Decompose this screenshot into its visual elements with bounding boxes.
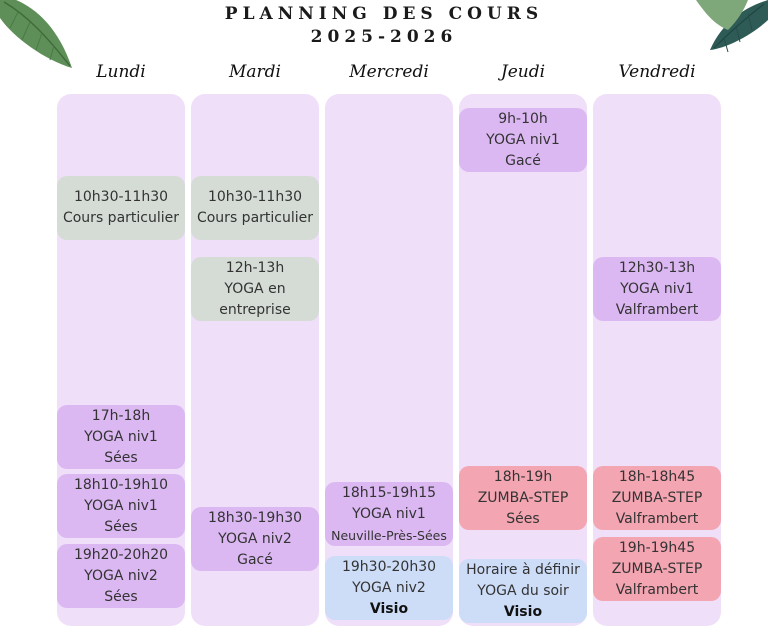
column-jeudi bbox=[459, 94, 587, 626]
event-card: Horaire à définir YOGA du soir Visio bbox=[459, 559, 587, 623]
event-card: 18h30-19h30 YOGA niv2 Gacé bbox=[191, 507, 319, 571]
event-time: 17h-18h bbox=[91, 407, 151, 424]
event-label: YOGA niv2 bbox=[84, 567, 158, 584]
event-label: YOGA niv1 bbox=[486, 131, 560, 148]
left-leaf-decoration bbox=[0, 0, 72, 68]
event-time: 9h-10h bbox=[498, 110, 548, 127]
event-place: Gacé bbox=[237, 551, 273, 568]
event-card: 19h-19h45 ZUMBA-STEP Valframbert bbox=[593, 537, 721, 601]
event-time: 19h30-20h30 bbox=[341, 558, 437, 575]
event-label: ZUMBA-STEP bbox=[477, 489, 569, 506]
event-place: Visio bbox=[369, 600, 409, 617]
event-card: 18h-19h ZUMBA-STEP Sées bbox=[459, 466, 587, 530]
event-card: 12h-13h YOGA en entreprise bbox=[191, 257, 319, 321]
event-time: 10h30-11h30 bbox=[73, 189, 169, 205]
event-label: ZUMBA-STEP bbox=[611, 489, 703, 506]
event-card: 18h10-19h10 YOGA niv1 Sées bbox=[57, 474, 185, 538]
page-title-line1: PLANNING DES COURS bbox=[224, 4, 544, 24]
event-time: 12h-13h bbox=[225, 259, 285, 276]
event-place: Neuville-Près-Sées bbox=[331, 527, 447, 543]
day-heading-mercredi: Mercredi bbox=[349, 62, 429, 82]
event-time: 10h30-11h30 bbox=[207, 189, 303, 205]
event-card: 17h-18h YOGA niv1 Sées bbox=[57, 405, 185, 469]
event-time: 18h30-19h30 bbox=[207, 509, 303, 526]
event-card: 18h-18h45 ZUMBA-STEP Valframbert bbox=[593, 466, 721, 530]
event-place: Visio bbox=[503, 603, 543, 620]
event-place: Gacé bbox=[505, 152, 541, 169]
event-place: Valframbert bbox=[615, 581, 699, 598]
event-card: 10h30-11h30 Cours particulier bbox=[57, 176, 185, 240]
event-time: 18h-19h bbox=[493, 468, 553, 485]
event-label: YOGA niv1 bbox=[620, 280, 694, 297]
event-card: 19h20-20h20 YOGA niv2 Sées bbox=[57, 544, 185, 608]
column-mercredi bbox=[325, 94, 453, 626]
event-time: 12h30-13h bbox=[618, 259, 696, 276]
event-place: entreprise bbox=[219, 301, 291, 318]
event-label: YOGA niv2 bbox=[218, 530, 292, 547]
event-time: Horaire à définir bbox=[466, 561, 580, 578]
event-place: Valframbert bbox=[615, 510, 699, 527]
event-place: Sées bbox=[104, 449, 138, 466]
event-time: 19h-19h45 bbox=[618, 539, 696, 556]
event-card: 12h30-13h YOGA niv1 Valframbert bbox=[593, 257, 721, 321]
event-label: YOGA niv1 bbox=[352, 505, 426, 522]
event-place: Sées bbox=[104, 588, 138, 605]
event-label: Cours particulier bbox=[196, 210, 314, 226]
event-label: Cours particulier bbox=[62, 210, 180, 226]
event-label: YOGA niv1 bbox=[84, 497, 158, 514]
event-label: YOGA niv2 bbox=[352, 579, 426, 596]
event-place: Valframbert bbox=[615, 301, 699, 318]
right-leaf-decoration bbox=[696, 0, 768, 53]
event-time: 18h10-19h10 bbox=[73, 476, 169, 493]
event-card: 18h15-19h15 YOGA niv1 Neuville-Près-Sées bbox=[325, 482, 453, 546]
day-heading-jeudi: Jeudi bbox=[500, 62, 546, 82]
event-card: 19h30-20h30 YOGA niv2 Visio bbox=[325, 556, 453, 620]
day-heading-vendredi: Vendredi bbox=[618, 62, 696, 82]
event-label: YOGA en bbox=[224, 280, 286, 297]
event-card: 9h-10h YOGA niv1 Gacé bbox=[459, 108, 587, 172]
event-label: ZUMBA-STEP bbox=[611, 560, 703, 577]
event-place: Sées bbox=[506, 510, 540, 527]
day-heading-lundi: Lundi bbox=[96, 62, 146, 82]
event-time: 18h-18h45 bbox=[618, 468, 696, 485]
day-heading-mardi: Mardi bbox=[229, 62, 281, 82]
page-title-line2: 2025-2026 bbox=[310, 27, 458, 47]
event-label: YOGA du soir bbox=[477, 582, 569, 599]
event-place: Sées bbox=[104, 518, 138, 535]
event-time: 18h15-19h15 bbox=[341, 484, 437, 501]
event-label: YOGA niv1 bbox=[84, 428, 158, 445]
event-time: 19h20-20h20 bbox=[73, 546, 169, 563]
event-card: 10h30-11h30 Cours particulier bbox=[191, 176, 319, 240]
